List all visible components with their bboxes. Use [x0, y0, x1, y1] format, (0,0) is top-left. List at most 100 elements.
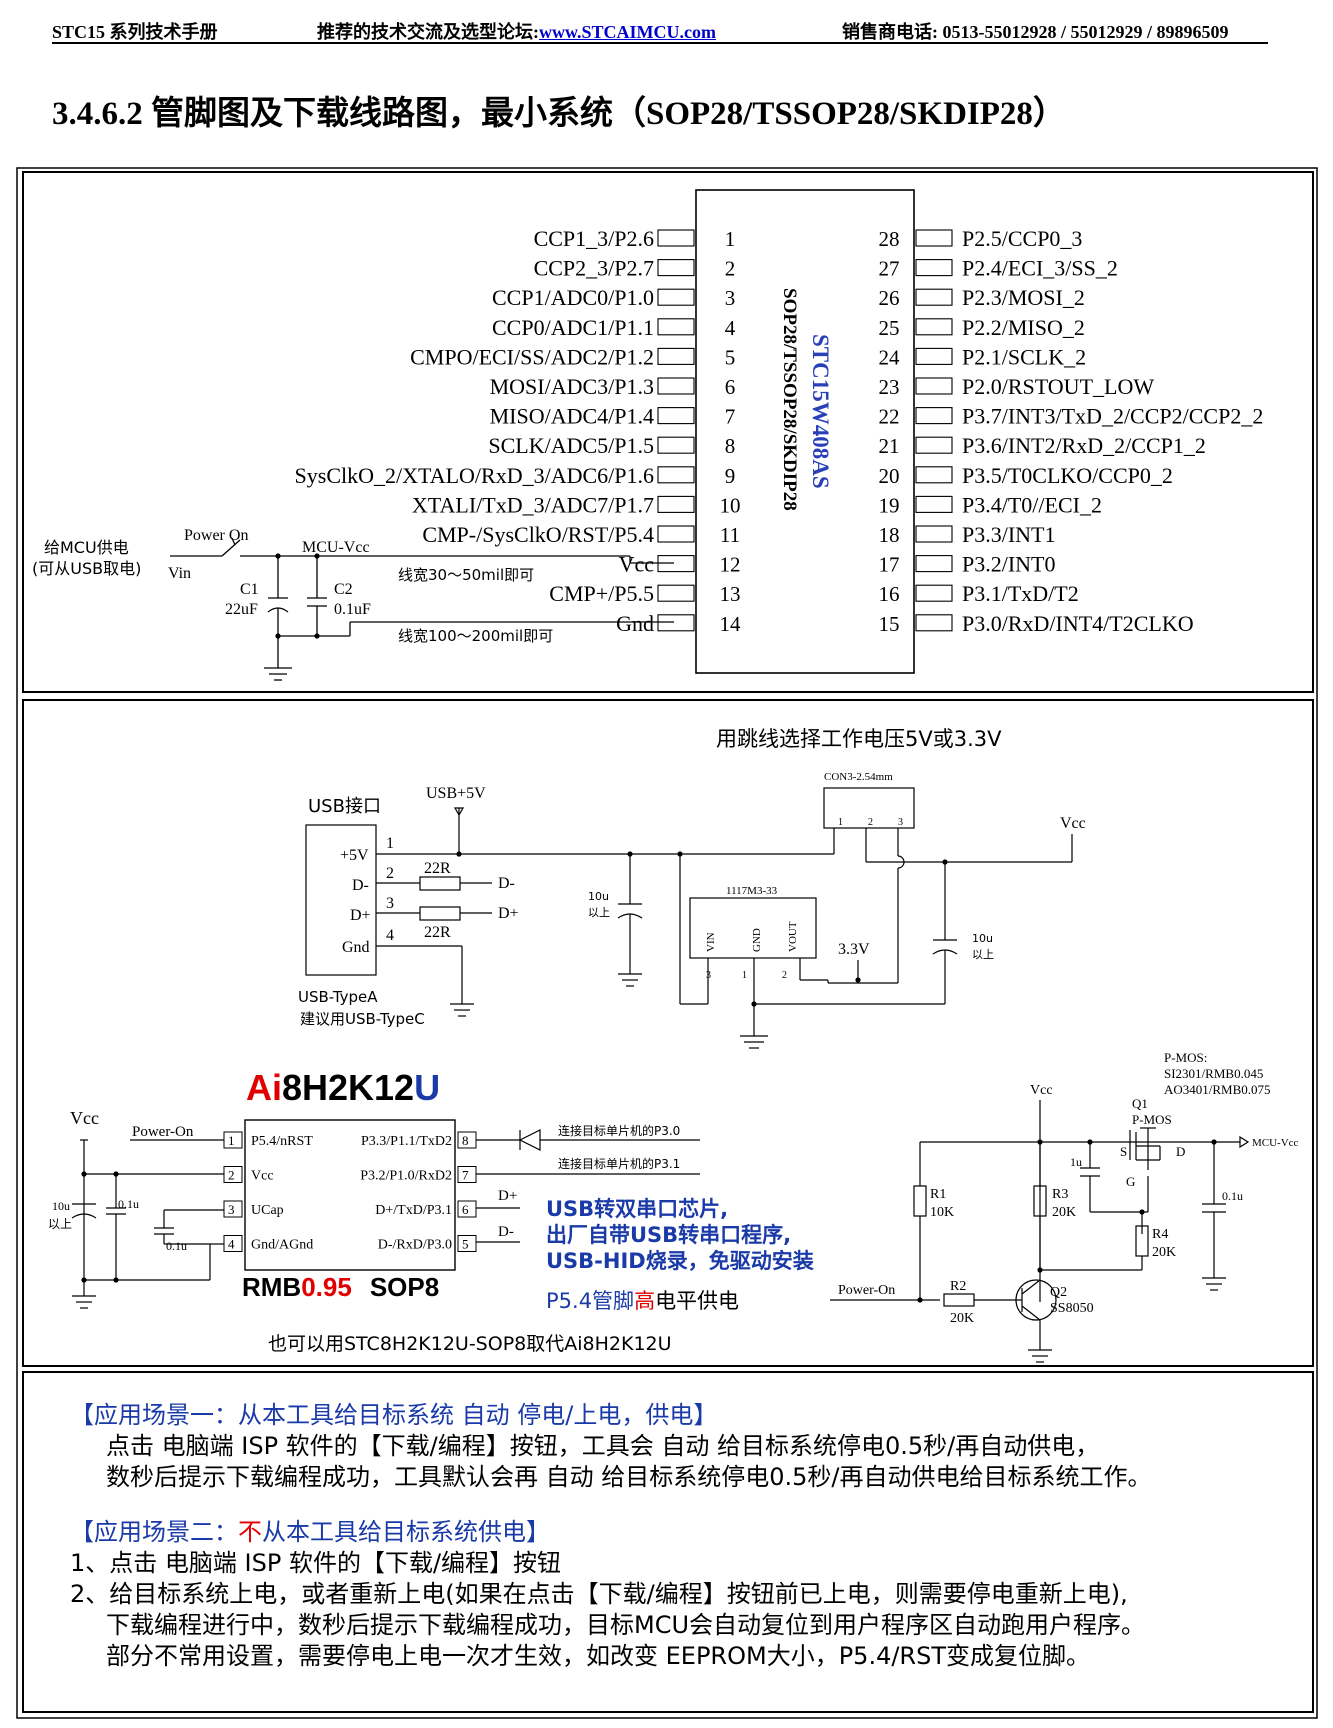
right-pin-label-22: P3.7/INT3/TxD_2/CCP2/CCP2_2	[962, 404, 1263, 429]
left-pin-num-3: 3	[725, 286, 736, 310]
right-pin-label-20: P3.5/T0CLKO/CCP0_2	[962, 463, 1173, 488]
dplus-out: D+	[498, 905, 519, 922]
left-pin-box-7	[657, 407, 695, 425]
con-pin-3: 3	[898, 817, 903, 828]
usb-pin-num-2: 2	[386, 865, 394, 882]
supply-label-1: 给MCU供电	[44, 538, 129, 557]
right-pin-num-26: 26	[879, 286, 900, 310]
right-pin-box-15	[915, 614, 953, 632]
usb-pin-gnd: Gnd	[342, 939, 370, 956]
pmos-1: SI2301/RMB0.045	[1164, 1066, 1263, 1081]
mcu-vcc-label: MCU-Vcc	[302, 539, 370, 556]
scenario-2-title-red: 不	[238, 1518, 262, 1546]
ai-dplus: D+	[498, 1188, 517, 1204]
right-pin-num-15: 15	[879, 612, 900, 636]
cap10u-a-2: 以上	[588, 906, 610, 919]
usb-type-a: USB-TypeA	[298, 988, 378, 1006]
scenario-1-title: 【应用场景一：从本工具给目标系统 自动 停电/上电，供电】	[70, 1401, 718, 1429]
scenario-2-line-4: 部分不常用设置，需要停电上电一次才生效，如改变 EEPROM大小，P5.4/RS…	[106, 1642, 1090, 1670]
scenario-2-line-2: 2、给目标系统上电，或者重新上电(如果在点击【下载/编程】按钮前已上电，则需要停…	[70, 1580, 1128, 1608]
r2-value: 20K	[950, 1311, 974, 1326]
ai-power-on: Power-On	[132, 1124, 194, 1140]
left-pin-num-8: 8	[725, 434, 736, 458]
header-link[interactable]: www.STCAIMCU.com	[539, 22, 716, 42]
power-on-label: Power On	[184, 527, 248, 544]
r3-value: 20K	[1052, 1205, 1076, 1220]
left-pin-num-5: 5	[725, 345, 736, 369]
ldo-name: 1117M3-33	[726, 885, 778, 897]
ai-dminus: D-	[498, 1224, 514, 1240]
vcc-label-usb: Vcc	[1060, 815, 1086, 832]
left-pin-num-1: 1	[725, 227, 736, 251]
usb-pin-dplus: D+	[350, 907, 371, 924]
left-pin-box-1	[657, 229, 695, 247]
left-pin-num-13: 13	[720, 582, 741, 606]
usb-pin-5v: +5V	[340, 847, 369, 864]
p54-c: 电平供电	[655, 1289, 739, 1313]
scenario-2-line-3: 下载编程进行中，数秒后提示下载编程成功，目标MCU会自动复位到用户程序区自动跑用…	[106, 1611, 1146, 1639]
right-pin-box-23	[915, 377, 953, 395]
right-pin-box-16	[915, 584, 953, 602]
left-pin-label-9: SysClkO_2/XTALO/RxD_3/ADC6/P1.6	[295, 463, 654, 488]
right-pin-num-28: 28	[879, 227, 900, 251]
pmos-title: P-MOS:	[1164, 1050, 1207, 1065]
ai-right-pin-num-6: 6	[462, 1202, 469, 1217]
ai-cap01u-a: 0.1u	[118, 1197, 139, 1211]
left-pin-num-11: 11	[720, 523, 740, 547]
alt-note: 也可以用STC8H2K12U-SOP8取代Ai8H2K12U	[268, 1333, 672, 1355]
r1-label: R1	[930, 1187, 946, 1202]
left-pin-num-10: 10	[720, 493, 741, 517]
right-pin-box-18	[915, 525, 953, 543]
ai-left-pin-label-3: UCap	[251, 1203, 284, 1218]
con-pin-1: 1	[838, 817, 843, 828]
right-pin-label-26: P2.3/MOSI_2	[962, 285, 1085, 310]
ai-left-pin-box-3	[223, 1200, 243, 1218]
right-pin-box-22	[915, 407, 953, 425]
ai-left-pin-num-2: 2	[228, 1168, 235, 1183]
right-pin-box-21	[915, 436, 953, 454]
left-pin-label-2: CCP2_3/P2.7	[534, 256, 654, 281]
r4-label: R4	[1152, 1227, 1168, 1242]
ai-vcc-label: Vcc	[70, 1108, 99, 1128]
right-pin-num-19: 19	[879, 493, 900, 517]
right-pin-box-26	[915, 288, 953, 306]
left-pin-label-5: CMPO/ECI/SS/ADC2/P1.2	[410, 344, 654, 369]
left-pin-box-6	[657, 377, 695, 395]
left-pin-label-10: XTALI/TxD_3/ADC7/P1.7	[412, 492, 654, 517]
outer-frame	[16, 167, 1318, 1719]
right-pin-label-27: P2.4/ECI_3/SS_2	[962, 256, 1118, 281]
right-pin-num-23: 23	[879, 375, 900, 399]
section-title: 3.4.6.2 管脚图及下载线路图，最小系统（SOP28/TSSOP28/SKD…	[52, 96, 1066, 132]
left-pin-box-10	[657, 495, 695, 513]
left-pin-num-12: 12	[720, 553, 741, 577]
price-value: 0.95	[301, 1272, 352, 1302]
ai-chip-body	[244, 1119, 456, 1271]
r2-label: R2	[950, 1279, 966, 1294]
cap10u-a: 10u	[588, 890, 609, 903]
supply-label-2: (可从USB取电)	[32, 559, 141, 578]
left-pin-label-4: CCP0/ADC1/P1.1	[492, 315, 654, 340]
left-pin-label-3: CCP1/ADC0/P1.0	[492, 285, 654, 310]
right-pin-num-27: 27	[879, 257, 900, 281]
left-pin-box-5	[657, 347, 695, 365]
left-pin-box-3	[657, 288, 695, 306]
right-pin-num-18: 18	[879, 523, 900, 547]
right-pin-num-24: 24	[879, 345, 901, 369]
jumper-con3	[823, 787, 915, 829]
right-pin-box-25	[915, 318, 953, 336]
left-pin-num-9: 9	[725, 464, 736, 488]
left-pin-box-11	[657, 525, 695, 543]
usb-pin-num-4: 4	[386, 927, 394, 944]
header-right: 销售商电话: 0513-55012928 / 55012929 / 898965…	[842, 22, 1229, 42]
right-pin-box-27	[915, 259, 953, 277]
right-pin-label-17: P3.2/INT0	[962, 552, 1056, 577]
left-pin-label-13: CMP+/P5.5	[549, 581, 654, 606]
scenario-1-line-2: 数秒后提示下载编程成功，工具默认会再 自动 给目标系统停电0.5秒/再自动供电给…	[106, 1463, 1152, 1491]
sw-cap1u: 1u	[1070, 1155, 1082, 1169]
mcu-chip-name: STC15W408AS	[808, 334, 833, 489]
ai-right-pin-num-5: 5	[462, 1237, 469, 1252]
ai-right-pin-label-7: P3.2/P1.0/RxD2	[360, 1169, 452, 1184]
ai-chip-name-red: Ai	[246, 1067, 282, 1108]
left-pin-label-14: Gnd	[616, 611, 654, 636]
